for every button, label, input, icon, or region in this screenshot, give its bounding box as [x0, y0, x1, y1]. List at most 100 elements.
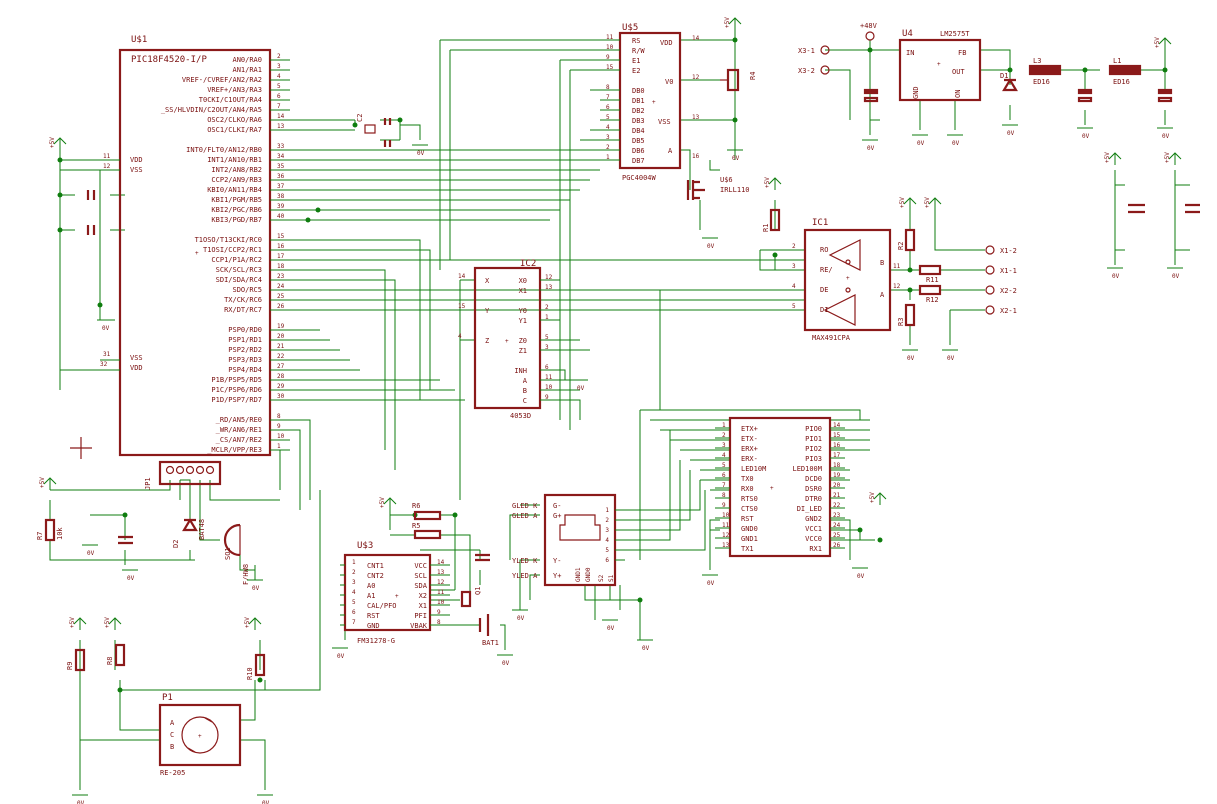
- ic2-pin-label: X0: [519, 277, 527, 285]
- us5-pin-label: RS: [632, 37, 640, 45]
- us1-pin-label: SCK/SCL/RC3: [216, 266, 262, 274]
- regulator-lm2575[interactable]: U4 LM2575T IN FB OUT GND ON +: [898, 29, 982, 102]
- us5-pin-number: 9: [606, 54, 610, 61]
- crystal-q1[interactable]: Q1: [460, 587, 482, 608]
- supply-arrow: [873, 492, 887, 505]
- us3-pin-number: 13: [437, 569, 445, 576]
- eth-pin-number: 14: [833, 422, 841, 429]
- us1-pin-number: 13: [277, 123, 285, 130]
- us5-pin-number: 7: [606, 94, 610, 101]
- cap-c6[interactable]: [475, 553, 490, 562]
- svg-text:X2-1: X2-1: [1000, 307, 1017, 315]
- eth-pin-number: 6: [722, 472, 726, 479]
- mosfet-irll110[interactable]: U$6 IRLL110: [686, 176, 750, 200]
- svg-text:R11: R11: [926, 276, 939, 284]
- connector-x1-x2[interactable]: X1-2 X1-1 X2-2 X2-1: [985, 245, 1017, 315]
- eth-pin-label: DCD0: [805, 475, 822, 483]
- header-jp1[interactable]: JP1: [144, 460, 222, 490]
- diode-d1[interactable]: D1: [1000, 72, 1018, 92]
- svg-text:IC1: IC1: [812, 218, 828, 228]
- rj-led-inner-label: Y+: [553, 572, 561, 580]
- trimmer-r4[interactable]: R4: [720, 68, 757, 92]
- resistor-r7[interactable]: R7 10k: [36, 518, 64, 542]
- ic2-pin-number: 6: [545, 364, 549, 371]
- us1-pin-number: 40: [277, 213, 285, 220]
- ethernet-module[interactable]: ETX+1ETX-2ERX+3ERX-4LED10M5TX06RX07RTS08…: [715, 416, 845, 558]
- eth-pin-label: ETX+: [741, 425, 758, 433]
- battery-bat1[interactable]: BAT1: [478, 614, 499, 647]
- resistors-rs485[interactable]: R1 R2 R3 R11 R12: [762, 208, 942, 327]
- eth-pin-label: TX1: [741, 545, 754, 553]
- svg-text:RE-205: RE-205: [160, 769, 185, 777]
- svg-text:LM2575T: LM2575T: [940, 30, 970, 38]
- svg-text:14: 14: [692, 35, 700, 42]
- svg-text:31: 31: [103, 351, 111, 358]
- us5-pin-list: RS11R/W10E19E215DB08DB17DB26DB35DB44DB53…: [600, 34, 645, 165]
- ic2-pin-number: 13: [545, 284, 553, 291]
- us1-pin-label: KBI2/PGC/RB6: [211, 206, 262, 214]
- us1-pin-label: T0CKI/C1OUT/RA4: [199, 96, 262, 104]
- ground-label: 0V: [1112, 273, 1120, 280]
- svg-text:VDD: VDD: [130, 364, 143, 372]
- eth-pin-number: 8: [722, 492, 726, 499]
- supply-arrow: [1158, 37, 1172, 50]
- eth-pin-label: GND1: [741, 535, 758, 543]
- inductor-l1[interactable]: L1 ED16: [1108, 57, 1142, 86]
- ground-label: 0V: [707, 580, 715, 587]
- supply-arrow: [1108, 152, 1122, 165]
- ic2-pin-label: Y1: [519, 317, 527, 325]
- supply-arrow: [43, 477, 57, 490]
- us1-pin-number: 23: [277, 273, 285, 280]
- us1-pin-number: 14: [277, 113, 285, 120]
- ic-max491[interactable]: IC1 MAX491CPA RO 2 RE/ 3 DE 4 DI 5 B 11 …: [792, 218, 901, 342]
- socket-so1[interactable]: SO1 F/HW8: [223, 523, 250, 585]
- connector-x3[interactable]: X3-1 X3-2: [798, 45, 830, 75]
- origin-crosshair: [70, 437, 92, 459]
- supply-arrow: [928, 197, 942, 210]
- eth-pin-label: GND2: [805, 515, 822, 523]
- rtc-fm31278[interactable]: U$3 FM31278-G CNT11CNT22A03A14CAL/PFO5RS…: [340, 541, 450, 645]
- eth-pin-number: 13: [722, 542, 730, 549]
- svg-text:SO1: SO1: [224, 547, 232, 560]
- supply-arrow: [1168, 152, 1182, 165]
- supply-label: +5V: [379, 497, 386, 508]
- ground-label: 0V: [642, 645, 650, 652]
- lcd-pgc4004w[interactable]: U$5 PGC4004W RS11R/W10E19E215DB08DB17DB2…: [600, 23, 700, 182]
- svg-text:ON: ON: [954, 90, 962, 98]
- us1-pin-number: 24: [277, 283, 285, 290]
- svg-text:X3-1: X3-1: [798, 47, 815, 55]
- eth-pin-number: 9: [722, 502, 726, 509]
- supply-label: +5V: [924, 197, 931, 208]
- ground-label: 0V: [127, 575, 135, 582]
- svg-text:V0: V0: [665, 78, 673, 86]
- eth-pin-label: RTS0: [741, 495, 758, 503]
- supply-label: +5V: [244, 617, 251, 628]
- supply-label: +5V: [899, 197, 906, 208]
- us1-pin-label: KBI1/PGM/RB5: [211, 196, 262, 204]
- supply-label: +5V: [39, 477, 46, 488]
- resistors-encoder[interactable]: R9 R8 R10: [66, 643, 266, 680]
- us1-pin-label: AN0/RA0: [232, 56, 262, 64]
- encoder-p1[interactable]: P1 RE-205 A C B +: [158, 693, 242, 777]
- rj-bottom-label: GND0: [585, 567, 592, 582]
- supply-arrow: [903, 197, 917, 210]
- svg-text:15: 15: [458, 303, 466, 310]
- us1-pin-number: 6: [277, 93, 281, 100]
- ic2-pin-number: 5: [545, 334, 549, 341]
- svg-text:R10: R10: [246, 667, 254, 680]
- resistors-r5-r6[interactable]: R6 R5: [412, 502, 442, 540]
- us1-pin-label: INT1/AN10/RB1: [207, 156, 262, 164]
- svg-text:IC2: IC2: [520, 259, 536, 269]
- ground-label: 0V: [502, 660, 510, 667]
- cap-c2[interactable]: C2: [356, 114, 392, 147]
- svg-text:B: B: [170, 743, 174, 751]
- diode-d2[interactable]: D2 BAT48: [172, 517, 206, 548]
- inductor-l3[interactable]: L3 ED16: [1028, 57, 1062, 86]
- eth-pin-label: VCC0: [805, 535, 822, 543]
